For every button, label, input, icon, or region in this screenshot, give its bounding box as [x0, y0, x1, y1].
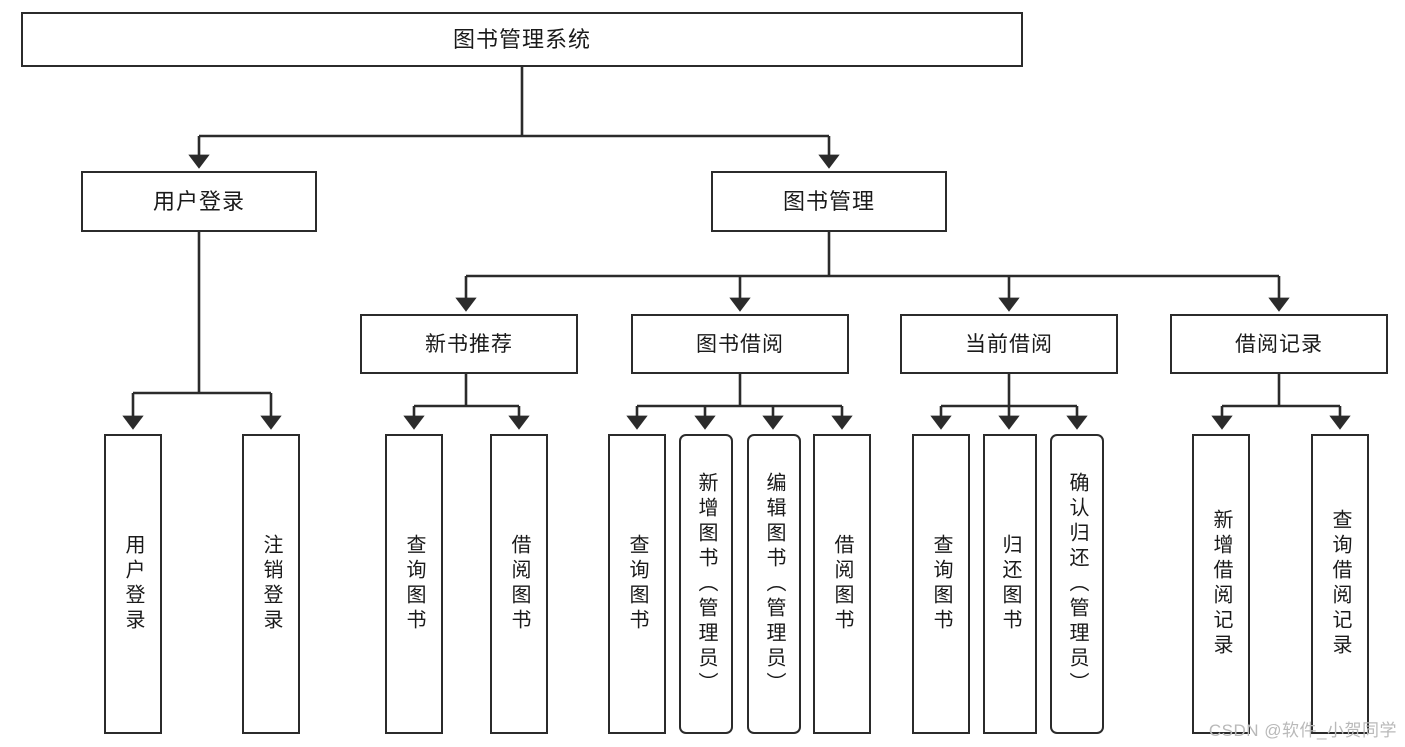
node-label: 新书推荐	[425, 332, 513, 356]
leaf-new-books-query[interactable]: 查询图书	[385, 434, 443, 734]
node-label: 图书借阅	[696, 332, 784, 356]
leaf-current-borrow-return[interactable]: 归还图书	[983, 434, 1037, 734]
node-new-book-recommend[interactable]: 新书推荐	[360, 314, 578, 374]
node-label: 新增图书（管理员）	[695, 471, 717, 697]
node-book-management[interactable]: 图书管理	[711, 171, 947, 232]
node-label: 编辑图书（管理员）	[763, 471, 785, 697]
leaf-user-login-logout[interactable]: 注销登录	[242, 434, 300, 734]
leaf-borrow-records-add[interactable]: 新增借阅记录	[1192, 434, 1250, 734]
leaf-borrow-records-query[interactable]: 查询借阅记录	[1311, 434, 1369, 734]
node-label: 借阅记录	[1235, 332, 1323, 356]
leaf-book-borrow-query[interactable]: 查询图书	[608, 434, 666, 734]
node-current-borrow[interactable]: 当前借阅	[900, 314, 1118, 374]
leaf-current-borrow-confirm-return[interactable]: 确认归还（管理员）	[1050, 434, 1104, 734]
node-label: 查询图书	[626, 534, 648, 634]
node-borrow-records[interactable]: 借阅记录	[1170, 314, 1388, 374]
watermark-text: CSDN @软件_小贺同学	[1208, 721, 1397, 740]
node-label: 当前借阅	[965, 332, 1053, 356]
node-user-login[interactable]: 用户登录	[81, 171, 317, 232]
node-label: 注销登录	[260, 534, 282, 634]
leaf-book-borrow-borrow[interactable]: 借阅图书	[813, 434, 871, 734]
leaf-book-borrow-edit[interactable]: 编辑图书（管理员）	[747, 434, 801, 734]
node-label: 查询借阅记录	[1329, 509, 1351, 659]
node-label: 新增借阅记录	[1210, 509, 1232, 659]
node-label: 用户登录	[152, 188, 245, 214]
leaf-new-books-borrow[interactable]: 借阅图书	[490, 434, 548, 734]
node-label: 查询图书	[403, 534, 425, 634]
node-label: 查询图书	[930, 534, 952, 634]
leaf-book-borrow-add[interactable]: 新增图书（管理员）	[679, 434, 733, 734]
node-book-borrow[interactable]: 图书借阅	[631, 314, 849, 374]
node-label: 图书管理系统	[452, 26, 591, 52]
node-root-system[interactable]: 图书管理系统	[21, 12, 1023, 67]
node-label: 用户登录	[122, 534, 144, 634]
leaf-current-borrow-query[interactable]: 查询图书	[912, 434, 970, 734]
node-label: 归还图书	[999, 534, 1021, 634]
node-label: 图书管理	[782, 188, 875, 214]
node-label: 确认归还（管理员）	[1066, 471, 1088, 697]
node-label: 借阅图书	[831, 534, 853, 634]
node-label: 借阅图书	[508, 534, 530, 634]
leaf-user-login-login[interactable]: 用户登录	[104, 434, 162, 734]
